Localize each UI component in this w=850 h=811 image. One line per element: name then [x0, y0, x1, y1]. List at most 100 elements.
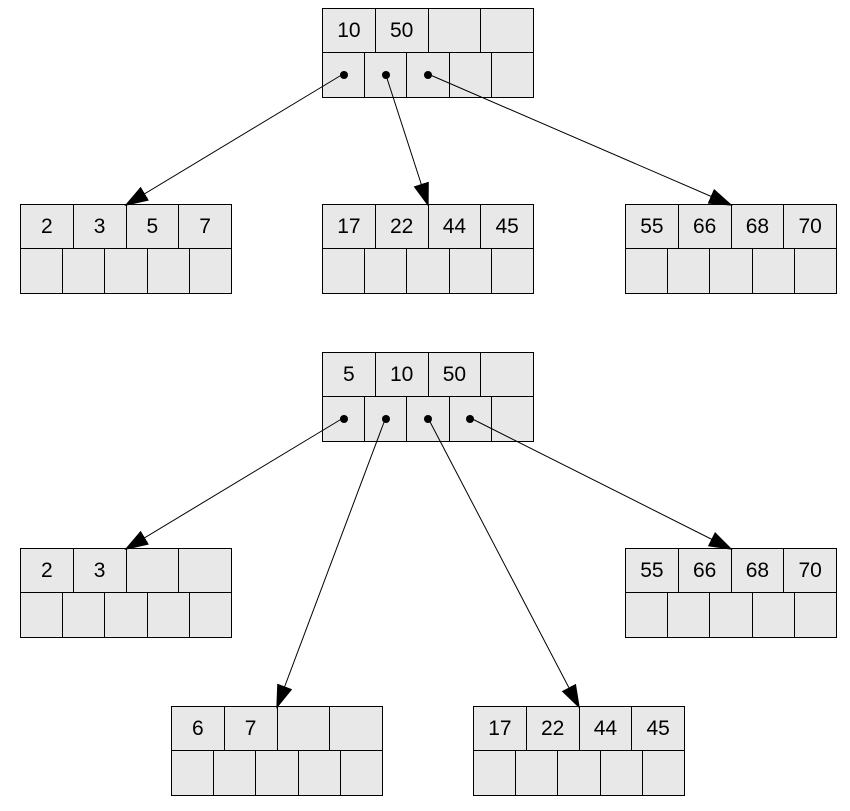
pointer-cell [172, 751, 215, 795]
pointer-cell [710, 249, 753, 293]
pointer-cell [148, 593, 190, 637]
key-cell: 70 [784, 205, 836, 249]
key-cell: 7 [224, 707, 278, 751]
pointer-cell [668, 249, 711, 293]
pointer-cell [365, 397, 408, 441]
pointer-cell [190, 249, 231, 293]
key-cell: 70 [784, 549, 836, 593]
pointer-cell [105, 249, 148, 293]
pointer-row [21, 249, 231, 293]
pointer-cell [516, 751, 559, 795]
key-cell: 66 [678, 549, 732, 593]
pointer-cell [626, 249, 669, 293]
key-cell [179, 549, 231, 593]
key-cell: 10 [323, 9, 376, 53]
pointer-cell [450, 53, 492, 97]
key-cell: 3 [73, 205, 127, 249]
pointer-cell [407, 53, 450, 97]
pointer-cell [710, 593, 753, 637]
key-cell: 45 [481, 205, 533, 249]
edge-t2-root-to-t2-leaf-a [124, 417, 344, 551]
key-cell: 3 [73, 549, 127, 593]
key-cell: 22 [375, 205, 429, 249]
pointer-cell [492, 53, 533, 97]
pointer-cell [323, 397, 366, 441]
key-cell: 55 [626, 549, 679, 593]
pointer-row [626, 249, 836, 293]
key-cell [126, 549, 180, 593]
pointer-cell [407, 249, 450, 293]
key-cell [277, 707, 331, 751]
pointer-cell [795, 249, 836, 293]
pointer-row [172, 751, 382, 795]
key-cell: 17 [474, 707, 527, 751]
pointer-dot [424, 415, 432, 423]
pointer-cell [492, 249, 533, 293]
pointer-cell [753, 249, 795, 293]
pointer-row [21, 593, 231, 637]
key-cell: 50 [428, 353, 482, 397]
pointer-dot [381, 71, 390, 79]
key-cell: 6 [172, 707, 225, 751]
pointer-cell [105, 593, 148, 637]
pointer-cell [795, 593, 836, 637]
key-cell: 22 [526, 707, 580, 751]
pointer-cell [474, 751, 517, 795]
key-cell: 44 [428, 205, 482, 249]
key-cell: 7 [179, 205, 231, 249]
pointer-cell [668, 593, 711, 637]
key-cell [481, 353, 533, 397]
pointer-cell [63, 593, 106, 637]
key-cell: 5 [323, 353, 376, 397]
pointer-cell [299, 751, 341, 795]
pointer-cell [256, 751, 299, 795]
pointer-dot [424, 71, 432, 79]
pointer-row [626, 593, 836, 637]
pointer-cell [365, 53, 408, 97]
pointer-cell [492, 397, 533, 441]
key-cell: 66 [678, 205, 732, 249]
key-cell: 2 [21, 205, 74, 249]
pointer-dot [339, 71, 348, 79]
pointer-dot [339, 415, 348, 423]
pointer-cell [450, 249, 492, 293]
pointer-cell [407, 397, 450, 441]
pointer-cell [21, 249, 64, 293]
pointer-row [323, 249, 533, 293]
key-cell: 17 [323, 205, 376, 249]
key-cell: 2 [21, 549, 74, 593]
pointer-cell [601, 751, 643, 795]
pointer-cell [21, 593, 64, 637]
pointer-cell [365, 249, 408, 293]
key-cell: 50 [375, 9, 429, 53]
edge-t2-root-to-t2-leaf-b [276, 417, 387, 709]
key-cell [428, 9, 482, 53]
pointer-row [323, 397, 533, 441]
pointer-cell [323, 53, 366, 97]
pointer-cell [450, 397, 492, 441]
key-cell: 68 [731, 205, 785, 249]
pointer-dot [381, 415, 390, 423]
pointer-cell [214, 751, 257, 795]
pointer-cell [148, 249, 190, 293]
pointer-cell [753, 593, 795, 637]
key-cell: 44 [579, 707, 633, 751]
key-cell: 5 [126, 205, 180, 249]
